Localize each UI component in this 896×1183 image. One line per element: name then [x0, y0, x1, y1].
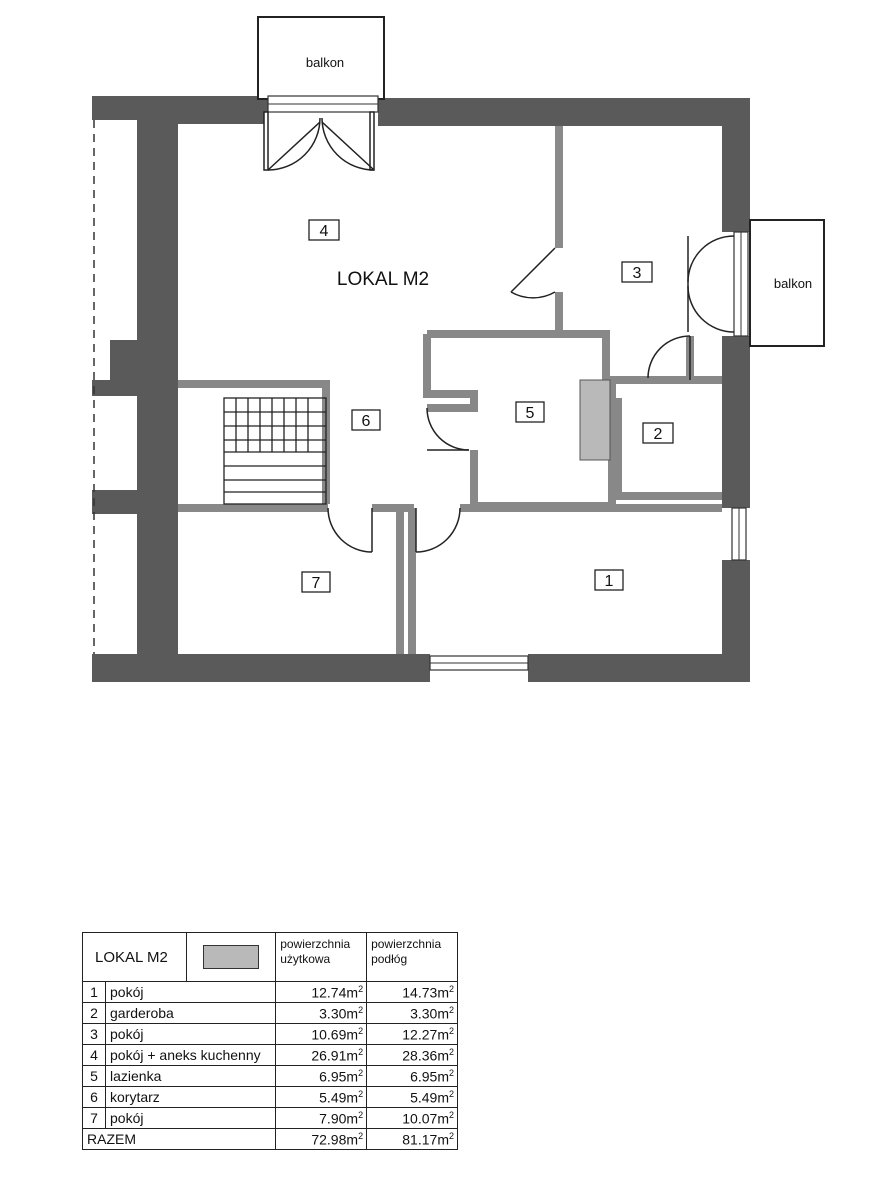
usable-area: 12.74m2 [275, 981, 368, 1003]
plan-title: LOKAL M2 [337, 269, 429, 290]
room-name: lazienka [104, 1065, 277, 1087]
balcony-top [257, 16, 385, 100]
balcony-top-label: balkon [306, 55, 344, 70]
legend-swatch-cell [186, 932, 277, 982]
room-number: 7 [82, 1107, 106, 1129]
floor-area: 12.27m2 [366, 1023, 458, 1045]
room-5-marker: 5 [515, 401, 545, 423]
svg-text:1: 1 [605, 573, 614, 590]
room-name: korytarz [104, 1086, 277, 1108]
outer-walls [92, 96, 750, 682]
highlight-wall [579, 379, 611, 461]
room-name: pokój + aneks kuchenny [104, 1044, 277, 1066]
usable-area: 5.49m2 [275, 1086, 368, 1108]
total-floor: 81.17m2 [366, 1128, 458, 1150]
partitions [178, 126, 722, 654]
room-4-marker: 4 [308, 219, 340, 241]
legend-swatch [203, 945, 260, 969]
svg-text:7: 7 [312, 575, 321, 592]
room-number: 1 [82, 981, 106, 1003]
interior-doors [327, 247, 691, 553]
room-number: 4 [82, 1044, 106, 1066]
floor-area: 28.36m2 [366, 1044, 458, 1066]
usable-area: 7.90m2 [275, 1107, 368, 1129]
floor-area: 10.07m2 [366, 1107, 458, 1129]
room-2-marker: 2 [642, 422, 674, 444]
staircase [223, 397, 327, 505]
svg-text:5: 5 [526, 405, 535, 422]
svg-text:2: 2 [654, 426, 663, 443]
floor-area: 5.49m2 [366, 1086, 458, 1108]
room-number: 6 [82, 1086, 106, 1108]
floor-plan: balkon balkon [92, 16, 825, 682]
svg-text:3: 3 [633, 265, 642, 282]
floor-area: 3.30m2 [366, 1002, 458, 1024]
room-name: pokój [104, 1107, 277, 1129]
room-number: 5 [82, 1065, 106, 1087]
double-door-right [687, 235, 735, 333]
balcony-right [749, 219, 825, 347]
usable-area: 10.69m2 [275, 1023, 368, 1045]
floor-area: 6.95m2 [366, 1065, 458, 1087]
room-name: garderoba [104, 1002, 277, 1024]
table-title: LOKAL M2 [81, 932, 188, 982]
floor-area: 14.73m2 [366, 981, 458, 1003]
double-door-top [263, 111, 375, 171]
room-number: 2 [82, 1002, 106, 1024]
total-usable: 72.98m2 [275, 1128, 368, 1150]
usable-area: 26.91m2 [275, 1044, 368, 1066]
usable-area: 6.95m2 [275, 1065, 368, 1087]
room-name: pokój [104, 981, 277, 1003]
total-label: RAZEM [81, 1128, 277, 1150]
room-name: pokój [104, 1023, 277, 1045]
room-7-marker: 7 [301, 571, 331, 593]
room-3-marker: 3 [621, 261, 653, 283]
room-number: 3 [82, 1023, 106, 1045]
svg-text:4: 4 [320, 223, 329, 240]
svg-text:6: 6 [362, 413, 371, 430]
balcony-right-label: balkon [774, 276, 812, 291]
usable-area: 3.30m2 [275, 1002, 368, 1024]
total-row: RAZEM 72.98m2 81.17m2 [81, 1128, 458, 1150]
room-6-marker: 6 [351, 409, 381, 431]
room-1-marker: 1 [594, 569, 624, 591]
